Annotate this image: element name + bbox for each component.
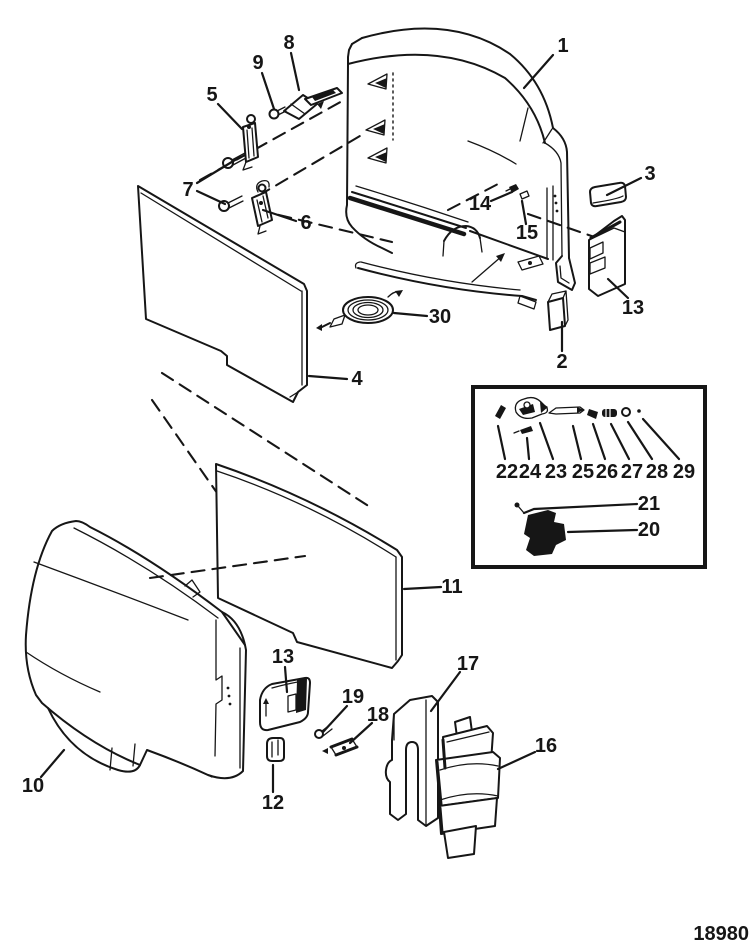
part-callout-10: 10	[22, 775, 44, 797]
callout-leader-18	[348, 721, 374, 745]
callout-leader-17	[429, 670, 462, 713]
keeper-part-18	[322, 737, 359, 757]
top-cowl-part-1	[345, 27, 576, 310]
callout-leader-22	[496, 424, 507, 461]
part-callout-4: 4	[351, 368, 363, 390]
callout-leader-9	[260, 71, 276, 111]
part-callout-12: 12	[262, 792, 284, 814]
air-box-part-16	[435, 716, 501, 859]
callout-leader-16	[496, 750, 537, 771]
front-panel-part-4	[137, 185, 308, 403]
sheet-number: 18980	[693, 923, 749, 945]
callout-leader-23	[538, 421, 555, 461]
callout-leader-8	[289, 51, 301, 92]
callout-leader-15	[520, 199, 528, 226]
rod-part-25	[548, 406, 585, 415]
pad-part-3	[589, 181, 627, 208]
callout-leader-27	[609, 422, 631, 461]
callout-leader-13	[283, 665, 289, 694]
front-panel-part-11	[215, 463, 403, 669]
callout-leader-30	[392, 311, 429, 318]
alignment-dashed-line	[148, 554, 307, 580]
part-callout-29: 29	[673, 461, 695, 483]
callout-leader-3	[605, 176, 643, 197]
callout-leader-13	[606, 277, 630, 300]
callout-leader-5	[216, 102, 244, 131]
spring-part-27	[602, 409, 617, 417]
part-callout-25: 25	[572, 461, 594, 483]
screw-part-21	[514, 502, 525, 514]
part-callout-20: 20	[638, 519, 660, 541]
latch-handle-part-13-bottom	[259, 676, 311, 732]
part-callout-17: 17	[457, 653, 479, 675]
part-callout-24: 24	[519, 461, 542, 483]
callout-leader-25	[571, 424, 583, 461]
callout-leader-7	[195, 189, 227, 206]
latch-part-5	[242, 114, 259, 171]
part-callout-18: 18	[367, 704, 389, 726]
part-callout-3: 3	[644, 163, 655, 185]
part-callout-13: 13	[272, 646, 294, 668]
callout-leader-1	[522, 53, 555, 90]
dot-part-29	[637, 409, 641, 413]
part-callout-23: 23	[545, 461, 567, 483]
latch-lever-part-8	[283, 87, 343, 120]
part-callout-13: 13	[622, 297, 644, 319]
part-callout-28: 28	[646, 461, 668, 483]
clip-part-12	[266, 737, 285, 762]
part-callout-15: 15	[516, 222, 538, 244]
part-callout-11: 11	[441, 576, 462, 598]
callout-leader-26	[591, 422, 607, 461]
bumper-part-2	[547, 290, 569, 331]
part-callout-16: 16	[535, 735, 557, 757]
pin-part-22	[495, 405, 506, 419]
latch-plate-part-13-top	[588, 215, 626, 297]
part-callout-14: 14	[469, 193, 492, 215]
callout-leader-20	[566, 528, 639, 534]
nut-part-15	[519, 190, 530, 200]
part-callout-8: 8	[283, 32, 294, 54]
latch-part-6	[251, 179, 273, 235]
part-callout-6: 6	[300, 212, 311, 234]
clip-part-24	[513, 426, 533, 434]
part-callout-7: 7	[182, 179, 193, 201]
cable-coil-part-30	[316, 290, 403, 331]
callout-leader-4	[307, 374, 349, 381]
screw-part-9	[268, 106, 287, 120]
part-callout-27: 27	[621, 461, 643, 483]
callout-leader-11	[402, 585, 443, 591]
part-callout-9: 9	[252, 52, 263, 74]
part-callout-30: 30	[429, 306, 451, 328]
part-callout-22: 22	[496, 461, 518, 483]
gasket-plate-part-17	[384, 695, 439, 827]
bottom-cowl-part-10	[24, 520, 247, 780]
part-callout-19: 19	[342, 686, 364, 708]
gasket-part-20	[524, 510, 566, 556]
callout-leader-29	[641, 417, 681, 461]
part-callout-5: 5	[206, 84, 217, 106]
ring-part-28	[621, 407, 631, 417]
screw-part-14	[505, 184, 519, 193]
callout-leader-14	[489, 190, 514, 203]
latch-part-23	[514, 396, 549, 420]
callout-leader-21	[522, 502, 639, 515]
pin-part-26	[587, 409, 598, 419]
part-callout-1: 1	[557, 35, 568, 57]
callout-leader-28	[626, 420, 654, 461]
callout-leader-6	[261, 208, 298, 223]
inset-detail-box	[471, 385, 707, 569]
callout-leader-24	[525, 436, 531, 461]
callout-leader-19	[321, 704, 349, 734]
part-callout-26: 26	[596, 461, 618, 483]
part-callout-21: 21	[638, 493, 660, 515]
part-callout-2: 2	[556, 351, 567, 373]
callout-leader-10	[39, 748, 66, 779]
callout-leader-7	[195, 155, 242, 185]
vent-arrow-icon	[365, 73, 388, 164]
